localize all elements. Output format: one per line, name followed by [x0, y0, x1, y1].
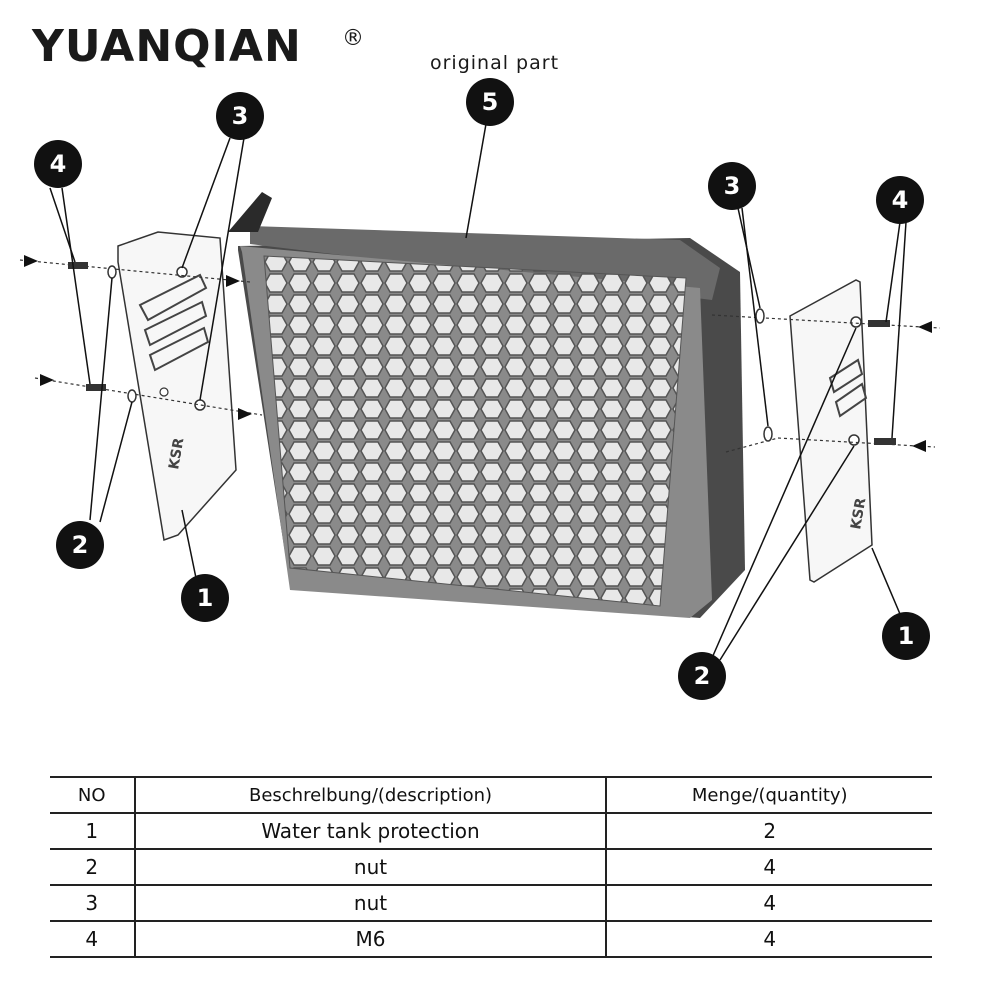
svg-text:5: 5 — [482, 88, 499, 116]
table-row: 3 nut 4 — [50, 884, 932, 922]
table-row: 2 nut 4 — [50, 848, 932, 886]
left-guard-plate: KSR — [117, 231, 237, 542]
registered-mark: ® — [342, 26, 364, 51]
callout-right-1: 1 — [882, 612, 930, 660]
cell-no: 4 — [50, 920, 136, 958]
callout-right-4: 4 — [876, 176, 924, 224]
parts-table: NO Beschrelbung/(description) Menge/(qua… — [50, 776, 932, 958]
callout-left-4: 4 — [34, 140, 82, 188]
svg-text:3: 3 — [724, 172, 741, 200]
brand-name: YUANQIAN — [32, 21, 302, 72]
radiator — [228, 192, 745, 618]
svg-text:4: 4 — [50, 150, 67, 178]
cell-quantity: 4 — [606, 920, 932, 958]
original-part-label: original part — [430, 52, 560, 74]
right-bolt-top — [868, 320, 890, 327]
callout-center-5: 5 — [466, 78, 514, 126]
cell-quantity: 4 — [606, 884, 932, 922]
left-washer-top — [107, 265, 117, 279]
right-bolt-bottom — [874, 438, 896, 445]
left-washer-bottom — [127, 389, 137, 403]
table-header-row: NO Beschrelbung/(description) Menge/(qua… — [50, 776, 932, 814]
right-guard-plate: KSR — [789, 279, 873, 583]
left-bolt-bottom — [86, 384, 106, 391]
callout-right-2: 2 — [678, 652, 726, 700]
cell-no: 1 — [50, 812, 136, 850]
cell-no: 2 — [50, 848, 136, 886]
svg-text:1: 1 — [197, 584, 214, 612]
table-row: 4 M6 4 — [50, 920, 932, 958]
right-plate-logo: KSR — [848, 496, 869, 530]
svg-text:3: 3 — [232, 102, 249, 130]
header-quantity: Menge/(quantity) — [606, 776, 932, 814]
hardware — [68, 262, 896, 445]
assembly-lines — [19, 259, 941, 453]
left-bolt-top — [68, 262, 88, 269]
brand-logo: YUANQIAN ® — [32, 21, 364, 72]
cell-no: 3 — [50, 884, 136, 922]
radiator-cap — [228, 192, 272, 232]
left-plate-logo: KSR — [166, 436, 187, 470]
exploded-diagram: KSR KSR — [19, 78, 941, 700]
svg-text:1: 1 — [898, 622, 915, 650]
cell-quantity: 4 — [606, 848, 932, 886]
cell-description: Water tank protection — [134, 812, 608, 850]
header-no: NO — [50, 776, 136, 814]
table-row: 1 Water tank protection 2 — [50, 812, 932, 850]
callout-left-1: 1 — [181, 574, 229, 622]
svg-text:4: 4 — [892, 186, 909, 214]
cell-description: M6 — [134, 920, 608, 958]
callout-left-2: 2 — [56, 521, 104, 569]
callout-right-3: 3 — [708, 162, 756, 210]
leader-lines — [49, 123, 907, 661]
cell-quantity: 2 — [606, 812, 932, 850]
header-description: Beschrelbung/(description) — [134, 776, 608, 814]
cell-description: nut — [134, 848, 608, 886]
right-nut-bottom — [763, 426, 773, 442]
svg-text:2: 2 — [694, 662, 711, 690]
svg-text:2: 2 — [72, 531, 89, 559]
callout-left-3: 3 — [216, 92, 264, 140]
cell-description: nut — [134, 884, 608, 922]
arrow-heads — [24, 255, 932, 452]
right-nut-top — [755, 308, 765, 324]
